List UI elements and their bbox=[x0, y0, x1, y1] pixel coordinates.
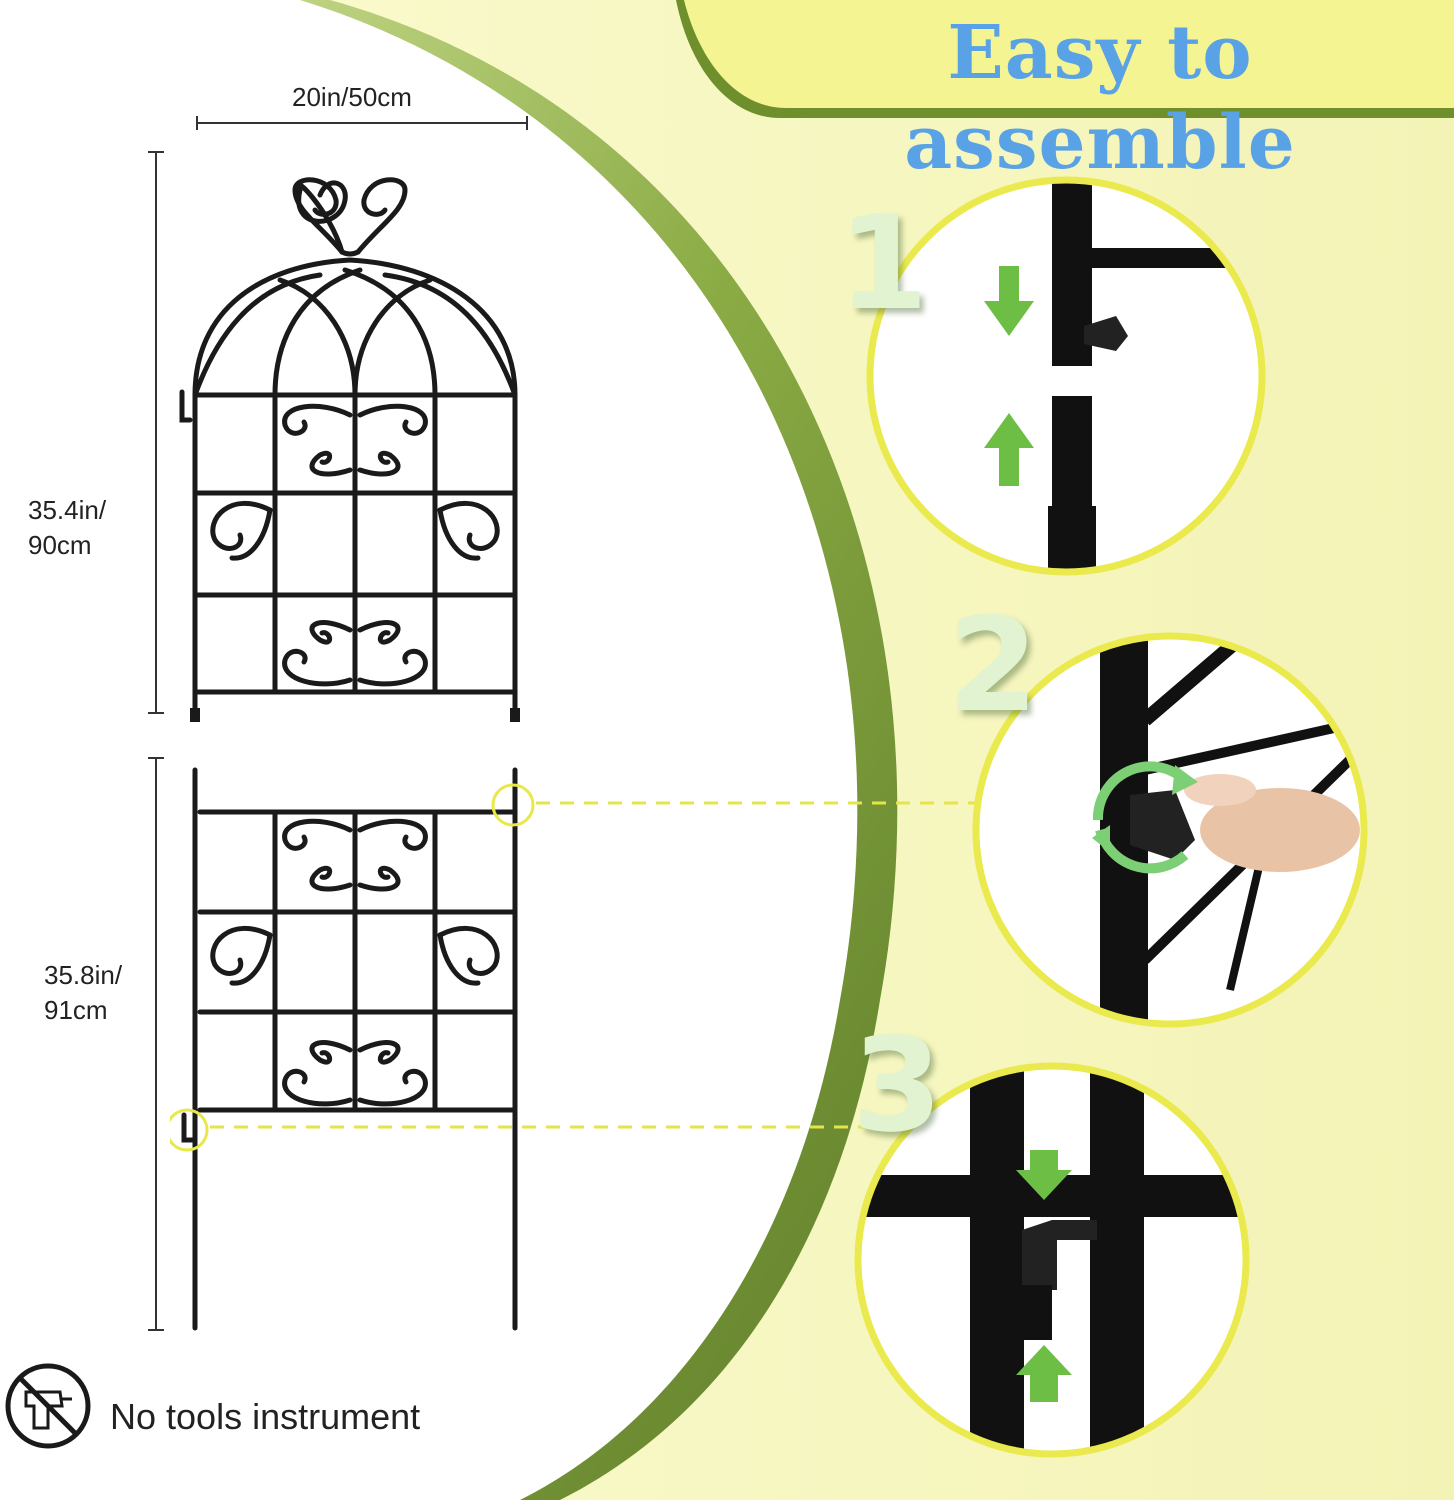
top-panel-height-label: 35.4in/ 90cm bbox=[28, 493, 106, 563]
step-3-detail-circle bbox=[854, 1062, 1250, 1458]
bottom-panel-height-label: 35.8in/ 91cm bbox=[44, 958, 122, 1028]
no-drill-icon bbox=[5, 1363, 91, 1449]
step-3-number: 3 bbox=[852, 1009, 943, 1161]
top-panel-height-line2: 90cm bbox=[28, 530, 92, 560]
width-label: 20in/50cm bbox=[292, 82, 412, 112]
step-1-detail-circle bbox=[866, 176, 1266, 576]
top-panel-height-line1: 35.4in/ bbox=[28, 495, 107, 525]
bottom-fence-panel-diagram bbox=[170, 767, 535, 1331]
step-2-detail-circle bbox=[972, 632, 1368, 1028]
step-1-number: 1 bbox=[838, 187, 929, 339]
no-tools-label: No tools instrument bbox=[110, 1396, 421, 1437]
page-title: Easy to assemble bbox=[904, 10, 1296, 186]
bottom-panel-height-line1: 35.8in/ bbox=[44, 960, 123, 990]
step-2-number: 2 bbox=[948, 589, 1039, 741]
bottom-panel-height-line2: 91cm bbox=[44, 995, 108, 1025]
top-fence-panel-diagram bbox=[179, 177, 520, 722]
